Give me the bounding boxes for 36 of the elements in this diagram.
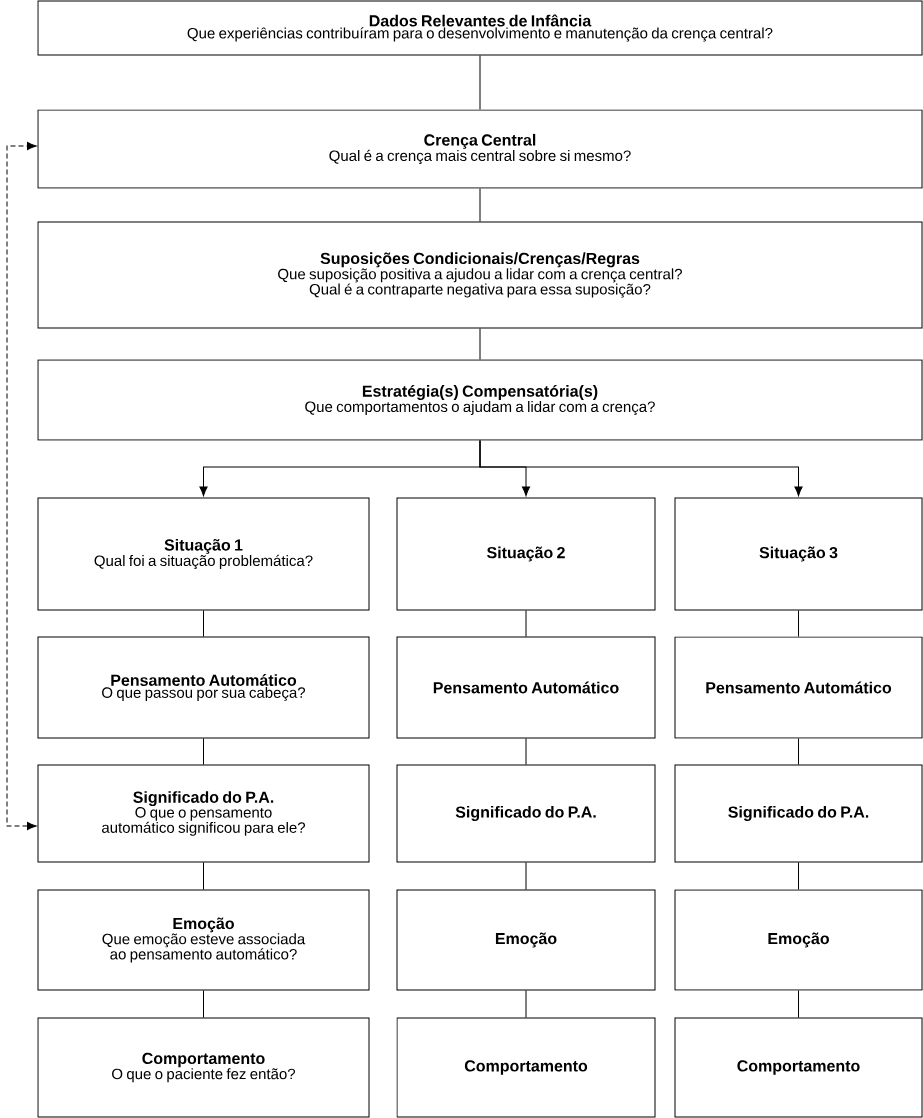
connector (203, 610, 204, 637)
box: Comportamento O que o paciente fez então? (37, 1017, 370, 1118)
box: Situação 3 (674, 497, 923, 611)
connector (525, 738, 527, 765)
box: Estratégia(s) Compensatória(s) Que comportamentos o ajudam a lidar com a crença? (37, 359, 923, 441)
box: Pensamento Automático (674, 636, 923, 739)
connector (203, 990, 204, 1018)
box: Crença Central Qual é a crença mais central sobre si mesmo? (37, 109, 923, 189)
connector (798, 862, 799, 890)
connector (798, 990, 799, 1018)
box: Dados Relevantes de Infância Que experiências contribuíram para o desenvolvimento e manutenção da crença central? (37, 0, 923, 56)
box: Emoção (674, 889, 923, 991)
box: Situação 2 (396, 497, 656, 611)
box: Comportamento (674, 1017, 923, 1118)
connector (479, 328, 481, 360)
box: Suposições Condicionais/Crenças/Regras Que suposição positiva a ajudou a lidar com a crença central? Qual é a contraparte negativa para essa suposição? (37, 221, 923, 329)
box: Pensamento Automático (396, 636, 656, 739)
box: Significado do P.A. O que o pensamento automático significou para ele? (37, 764, 370, 863)
connector (479, 440, 803, 497)
connector (203, 738, 204, 765)
box: Situação 1 Qual foi a situação problemática? (37, 497, 370, 611)
connector (525, 610, 527, 637)
connector (203, 862, 204, 890)
connector (525, 990, 527, 1018)
box: Significado do P.A. (674, 764, 923, 863)
connector (479, 188, 481, 222)
connector (798, 738, 799, 765)
connector (525, 862, 527, 890)
box: Pensamento Automático O que passou por sua cabeça? (37, 636, 370, 739)
connector (798, 610, 799, 637)
box: Emoção (396, 889, 656, 991)
box: Emoção Que emoção esteve associada ao pensamento automático? (37, 889, 370, 991)
connector (479, 55, 481, 110)
box: Significado do P.A. (396, 764, 656, 863)
box: Comportamento (396, 1017, 656, 1118)
connector (6, 141, 37, 831)
